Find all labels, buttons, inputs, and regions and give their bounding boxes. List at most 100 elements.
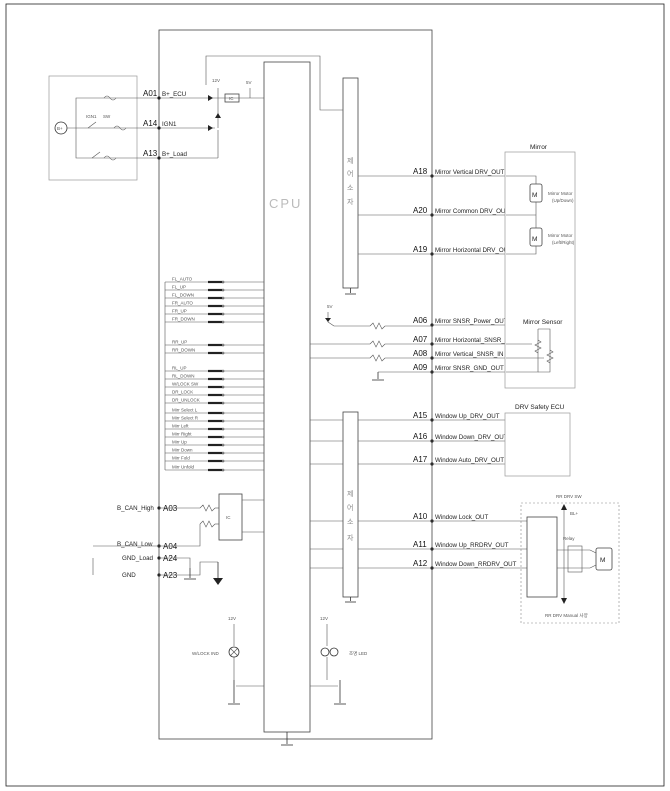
control-char-top-4: 자 [347,197,354,206]
right-pin-signal: Mirror Vertical_SNSR_IN [435,351,503,358]
switch-node [221,419,225,423]
control-char-bottom-1: 제 [347,490,353,498]
control-char-bottom-2: 어 [347,503,353,512]
can-pin-id: A24 [163,554,178,563]
switch-input-label: Mirr Up [172,440,187,445]
right-pin-id: A12 [413,559,428,568]
can-pin-signal: GND_Load [122,555,154,562]
switch-input-label: RL_UP [172,366,187,371]
left-pin-signal: B+_ECU [162,91,186,98]
switch-node [221,343,225,347]
can-transceiver-ic [218,493,243,541]
mirror-sensor-title: Mirror Sensor [523,319,563,326]
diode-icon [208,95,213,101]
right-pin-id: A15 [413,411,428,420]
right-pin-signal: Window Lock_OUT [435,514,489,521]
rr-drv-motor-icon [595,547,613,571]
switch-node [221,351,225,355]
bl-plus-label: BL+ [570,511,579,516]
right-pin-signal: Window Up_RRDRV_OUT [435,542,509,549]
switch-node [221,411,225,415]
right-pin-signal: Mirror SNSR_Power_OUT [435,318,508,325]
switch-node [221,377,225,381]
right-pin-id: A10 [413,512,428,521]
rr-motor-symbol: M [600,557,605,564]
switch-input-label: W/LOCK SW [172,382,199,387]
control-element-top [342,77,359,289]
switch-input-label: RR_DOWN [172,348,195,353]
cpu-block [263,61,311,733]
regulator-ic-label: IC [229,96,234,101]
sensor-supply-arrow [325,318,331,322]
mirror-motor-updown-sub: (Up/Down) [552,198,574,203]
switch-input-label: Mirr Left [172,424,189,429]
mirror-motor-leftright-label: Mirror Motor [548,233,573,238]
can-pin-id: A03 [163,504,178,513]
right-pin-signal: Window Up_DRV_OUT [435,413,500,420]
right-pin-id: A11 [413,540,427,549]
left-pin-signal: IGN1 [162,121,177,128]
switch-node [221,459,225,463]
can-pin-id: A04 [163,542,178,551]
right-pin-id: A06 [413,316,428,325]
switch-input-label: RL_DOWN [172,374,195,379]
switch-input-label: FL_UP [172,285,186,290]
switch-node [221,468,225,472]
bl-plus-arrow [561,504,567,510]
right-pin-id: A20 [413,206,428,215]
switch-node [221,320,225,324]
motor-symbol-updown: M [532,192,537,199]
right-pin-signal: Mirror Common DRV_OUT [435,208,509,215]
control-char-top-3: 소 [347,184,354,192]
switch-node [221,427,225,431]
can-pin-signal: B_CAN_Low [117,541,153,548]
sw-label: SW [103,114,111,119]
right-pin-id: A16 [413,432,428,441]
rr-ground-arrow [561,598,567,604]
right-pin-signal: Mirror Vertical DRV_OUT [435,169,505,176]
wlock-voltage-label: 12V [228,616,236,621]
led-icon [320,647,330,657]
sensor-5v-label: 5V [327,304,333,309]
ign1-label: IGN1 [86,114,97,119]
right-pin-signal: Mirror Horizontal DRV_OUT [435,247,512,254]
switch-input-label: Mirr Right [172,432,192,437]
right-pin-signal: Window Down_DRV_OUT [435,434,508,441]
switch-node [221,385,225,389]
rr-drv-title: RR DRV SW [556,494,582,499]
switch-node [221,451,225,455]
cpu-label: CPU [269,196,302,211]
switch-node [221,369,225,373]
switch-input-label: RR_UP [172,340,187,345]
pin-dot [157,96,161,100]
control-char-top-1: 제 [347,157,353,165]
pin-dot [157,126,161,130]
can-pin-signal: GND [122,572,136,579]
switch-input-label: DR_UNLOCK [172,398,200,403]
switch-node [221,296,225,300]
left-pin-id: A01 [143,89,158,98]
switch-node [221,312,225,316]
can-pin-signal: B_CAN_High [117,505,154,512]
drv-safety-ecu-box [504,412,571,477]
switch-input-label: Mirr Down [172,448,193,453]
led-icon [329,647,339,657]
switch-input-label: DR_LOCK [172,390,193,395]
motor-symbol-leftright: M [532,236,537,243]
can-pin-id: A23 [163,571,178,580]
switch-node [221,393,225,397]
right-pin-id: A08 [413,349,428,358]
left-pin-id: A14 [143,119,158,128]
right-pin-id: A18 [413,167,428,176]
switch-input-label: FR_DOWN [172,317,195,322]
right-pin-id: A07 [413,335,428,344]
resistor-icon [369,340,386,348]
right-pin-signal: Mirror Horizontal_SNSR_IN [435,337,511,344]
wlock-indicator-label: W/LOCK IND [192,651,220,656]
switch-input-label: FR_UP [172,309,187,314]
drv-safety-title: DRV Safety ECU [515,404,565,411]
left-pin-signal: B+_Load [162,151,188,158]
switch-node [221,435,225,439]
